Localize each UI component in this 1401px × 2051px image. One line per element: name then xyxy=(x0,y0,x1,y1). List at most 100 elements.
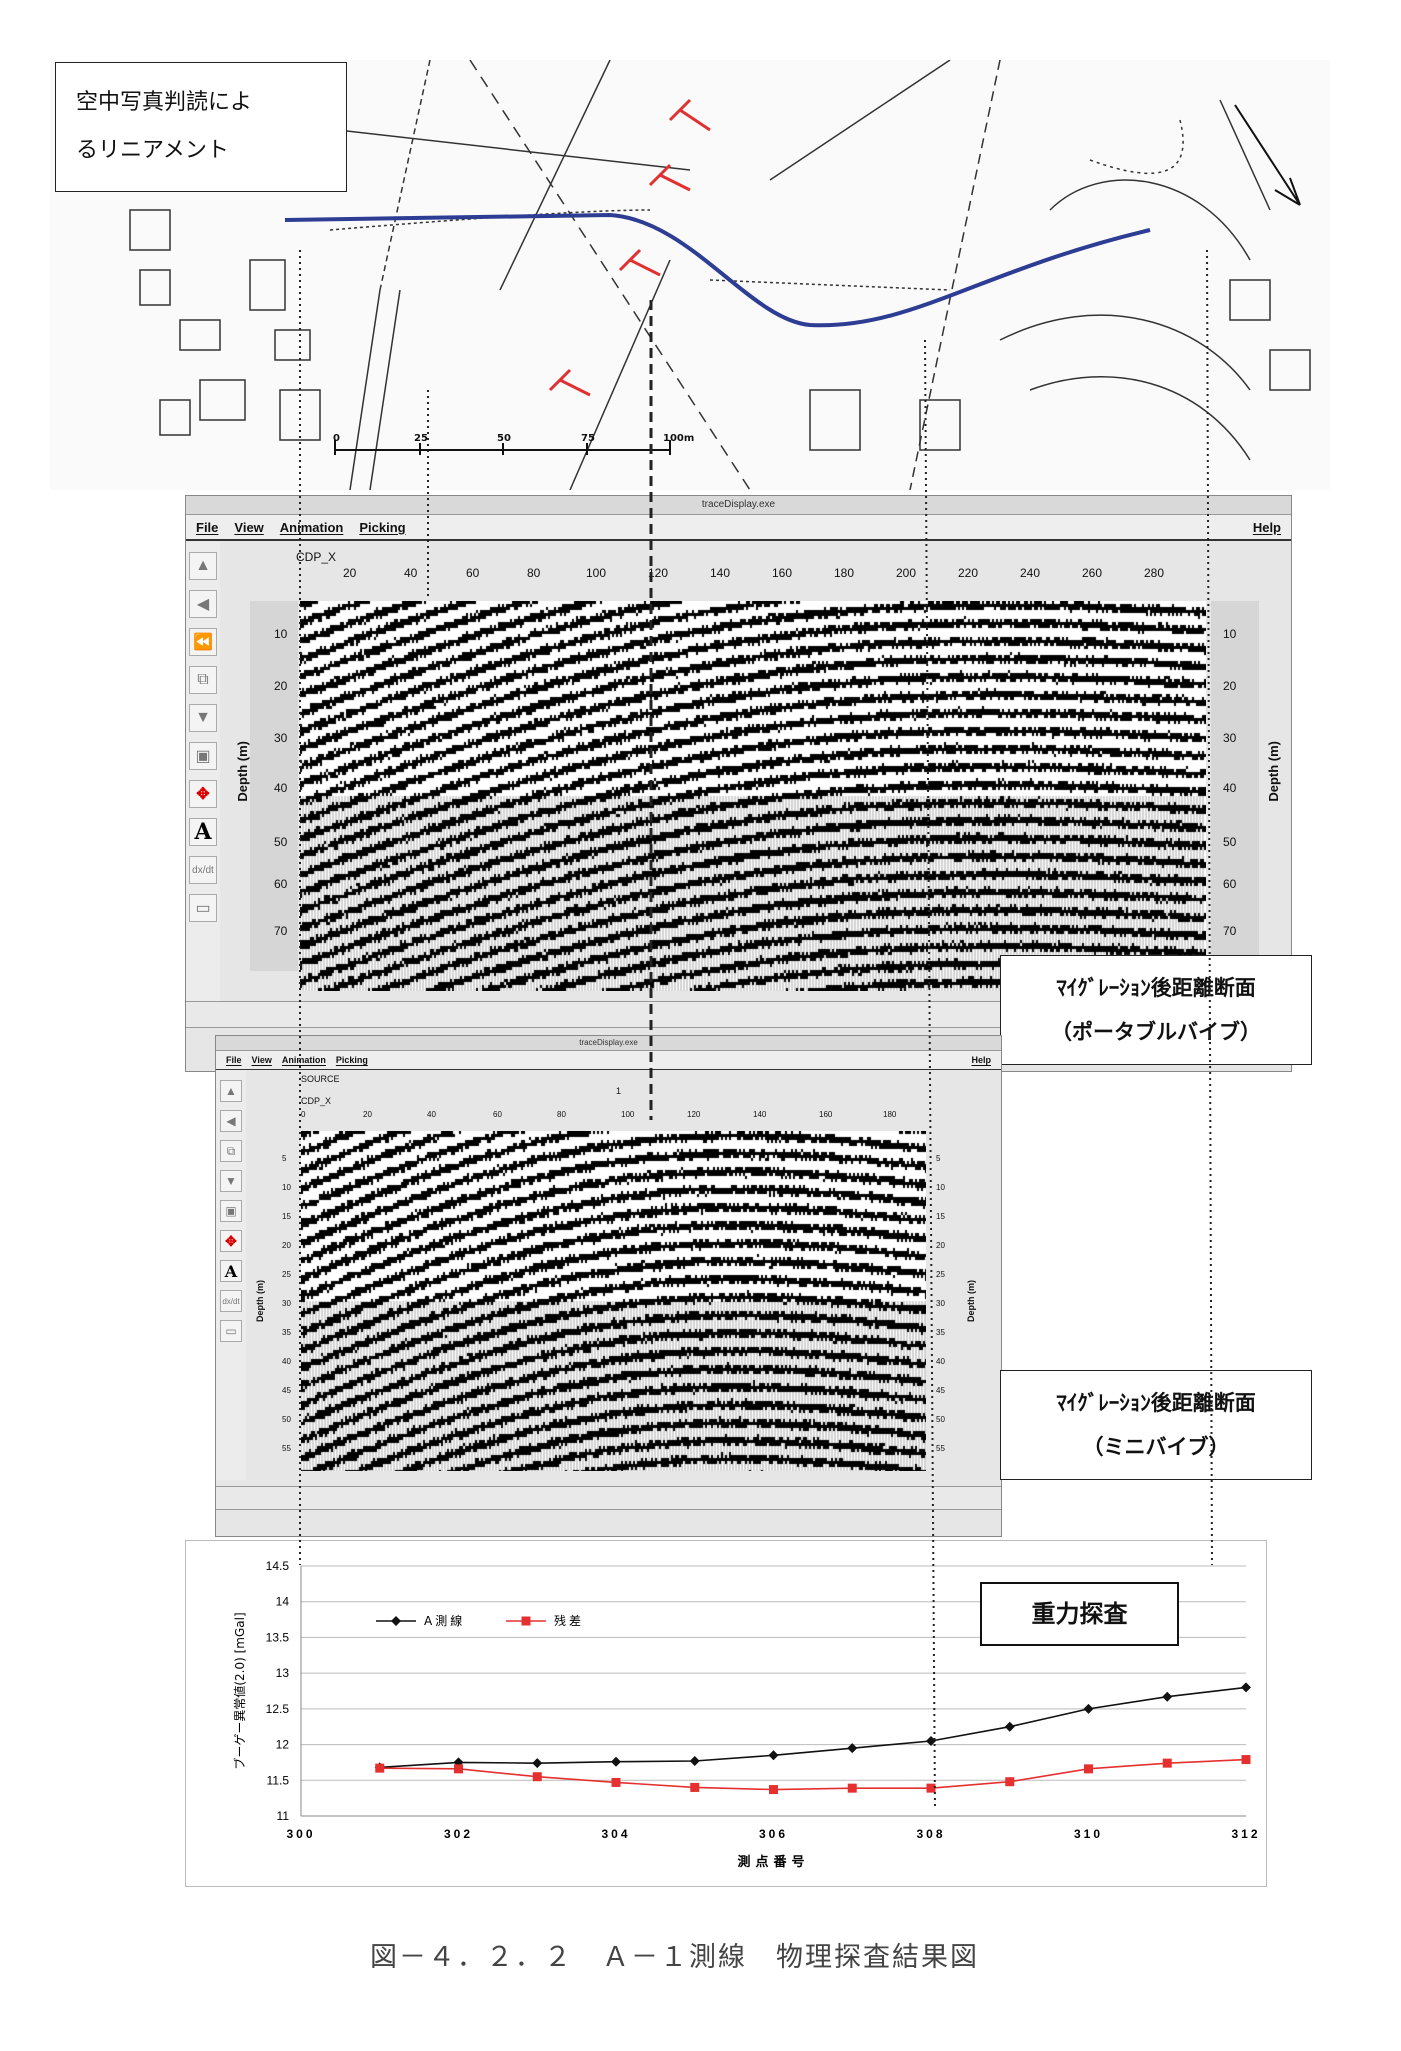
up-arrow-icon[interactable]: ▲ xyxy=(189,552,217,580)
scale-label: 25 xyxy=(414,433,428,444)
depth-ticks-right: 10 20 30 40 50 60 70 xyxy=(1211,601,1259,971)
x-tick: 160 xyxy=(819,1110,833,1119)
page-icon[interactable]: ▭ xyxy=(220,1320,242,1342)
seismic-section-portable xyxy=(300,601,1206,991)
window-stack-icon[interactable]: ⧉ xyxy=(220,1140,242,1162)
y-tick-label: 12.5 xyxy=(266,1702,290,1716)
legend-marker xyxy=(391,1616,401,1626)
legend-label: 残差 xyxy=(554,1614,584,1628)
window-title: traceDisplay.exe xyxy=(216,1036,1001,1051)
x-tick: 20 xyxy=(343,566,357,580)
data-point xyxy=(611,1777,621,1787)
text-icon[interactable]: A xyxy=(189,818,217,846)
fast-left-icon[interactable]: ⏪ xyxy=(189,628,217,656)
y-tick-label: 12 xyxy=(276,1738,290,1752)
depth-tick: 10 xyxy=(1223,627,1237,641)
portable-caption-line: （ポータブルバイブ） xyxy=(1051,1020,1261,1044)
data-point xyxy=(1241,1755,1251,1765)
depth-tick: 30 xyxy=(1223,731,1237,745)
x-tick-label: 312 xyxy=(1231,1827,1260,1841)
depth-tick: 70 xyxy=(1223,924,1237,938)
depth-ticks-left: 10 20 30 40 50 60 70 xyxy=(250,601,298,971)
move-icon[interactable]: ✥ xyxy=(220,1230,242,1252)
x-tick: 80 xyxy=(557,1110,566,1119)
menu-view[interactable]: View xyxy=(251,1055,272,1065)
scale-label: 75 xyxy=(581,433,595,444)
x-tick: 220 xyxy=(958,566,979,580)
scale-label: 100m xyxy=(663,433,695,444)
down-arrow-icon[interactable]: ▼ xyxy=(189,704,217,732)
mini-caption-line: （ミニバイブ） xyxy=(1082,1435,1230,1459)
x-tick-row: 0 20 40 60 80 100 120 140 160 180 xyxy=(301,1110,921,1122)
menu-file[interactable]: File xyxy=(226,1055,242,1065)
lineament-label: 空中写真判読によ るリニアメント xyxy=(55,62,347,192)
legend-marker xyxy=(521,1616,531,1626)
text-icon[interactable]: A xyxy=(220,1260,242,1282)
axis-name: CDP_X xyxy=(296,550,337,564)
depth-tick: 20 xyxy=(936,1241,945,1250)
y-tick-label: 11 xyxy=(277,1809,290,1823)
lineament-marks xyxy=(548,98,711,397)
menu-animation[interactable]: Animation xyxy=(281,1055,326,1065)
x-tick-label: 304 xyxy=(601,1827,630,1841)
x-tick: 260 xyxy=(1082,566,1103,580)
data-point xyxy=(1162,1758,1172,1768)
map-drawing xyxy=(129,59,1311,491)
up-arrow-icon[interactable]: ▲ xyxy=(220,1080,242,1102)
y-tick-label: 14 xyxy=(276,1595,290,1609)
window-stack-icon[interactable]: ⧉ xyxy=(189,666,217,694)
depth-tick: 50 xyxy=(274,835,288,849)
depth-tick: 40 xyxy=(1223,781,1237,795)
depth-tick: 5 xyxy=(936,1154,941,1163)
series-line-1 xyxy=(379,1758,1247,1791)
menu-picking[interactable]: Picking xyxy=(359,519,406,535)
x-axis-title: 測点番号 xyxy=(737,1854,809,1870)
depth-tick: 60 xyxy=(274,877,288,891)
x-tick: 100 xyxy=(621,1110,635,1119)
menu-picking[interactable]: Picking xyxy=(335,1055,368,1065)
window-title: traceDisplay.exe xyxy=(186,496,1291,515)
data-point xyxy=(1004,1721,1015,1732)
x-tick: 60 xyxy=(466,566,480,580)
x-tick: 120 xyxy=(648,566,669,580)
depth-tick: 5 xyxy=(282,1154,287,1163)
y-axis-title: ブーゲー異常値(2.0) [mGal] xyxy=(232,1612,247,1769)
depth-tick: 40 xyxy=(282,1357,291,1366)
data-point xyxy=(375,1763,385,1773)
derivative-icon[interactable]: dx/dt xyxy=(220,1290,242,1312)
menu-file[interactable]: File xyxy=(196,519,219,535)
portable-caption: ﾏｲｸﾞﾚｰｼｮﾝ後距離断面 （ポータブルバイブ） xyxy=(1000,955,1312,1065)
x-tick: 180 xyxy=(834,566,855,580)
depth-tick: 20 xyxy=(282,1241,291,1250)
horizontal-scrollbar[interactable] xyxy=(216,1486,1001,1510)
correlation-line-right xyxy=(924,339,936,1811)
derivative-icon[interactable]: dx/dt xyxy=(189,856,217,884)
left-arrow-icon[interactable]: ◀ xyxy=(220,1110,242,1132)
move-icon[interactable]: ✥ xyxy=(189,780,217,808)
menu-bar: File View Animation Picking Help xyxy=(186,515,1291,541)
depth-tick: 70 xyxy=(274,924,288,938)
y-tick-label: 11.5 xyxy=(267,1773,290,1787)
menu-animation[interactable]: Animation xyxy=(279,519,344,535)
x-tick: 0 xyxy=(301,1110,306,1119)
left-arrow-icon[interactable]: ◀ xyxy=(189,590,217,618)
gravity-label-box: 重力探査 xyxy=(980,1582,1179,1646)
mini-section-window: traceDisplay.exe File View Animation Pic… xyxy=(215,1035,1002,1537)
x-tick-row: 20 40 60 80 100 120 140 160 180 200 220 … xyxy=(296,566,1204,580)
depth-tick: 10 xyxy=(936,1183,945,1192)
zoom-icon[interactable]: ▣ xyxy=(189,742,217,770)
down-arrow-icon[interactable]: ▼ xyxy=(220,1170,242,1192)
menu-help[interactable]: Help xyxy=(971,1055,991,1065)
data-point xyxy=(453,1757,464,1768)
x-tick: 140 xyxy=(710,566,731,580)
x-tick-label: 306 xyxy=(759,1827,788,1841)
page-icon[interactable]: ▭ xyxy=(189,894,217,922)
x-tick: 140 xyxy=(753,1110,767,1119)
depth-tick: 30 xyxy=(282,1299,291,1308)
depth-tick: 35 xyxy=(282,1328,291,1337)
menu-help[interactable]: Help xyxy=(1252,519,1281,535)
menu-view[interactable]: View xyxy=(234,519,264,535)
y-tick-label: 13 xyxy=(276,1666,290,1680)
zoom-icon[interactable]: ▣ xyxy=(220,1200,242,1222)
